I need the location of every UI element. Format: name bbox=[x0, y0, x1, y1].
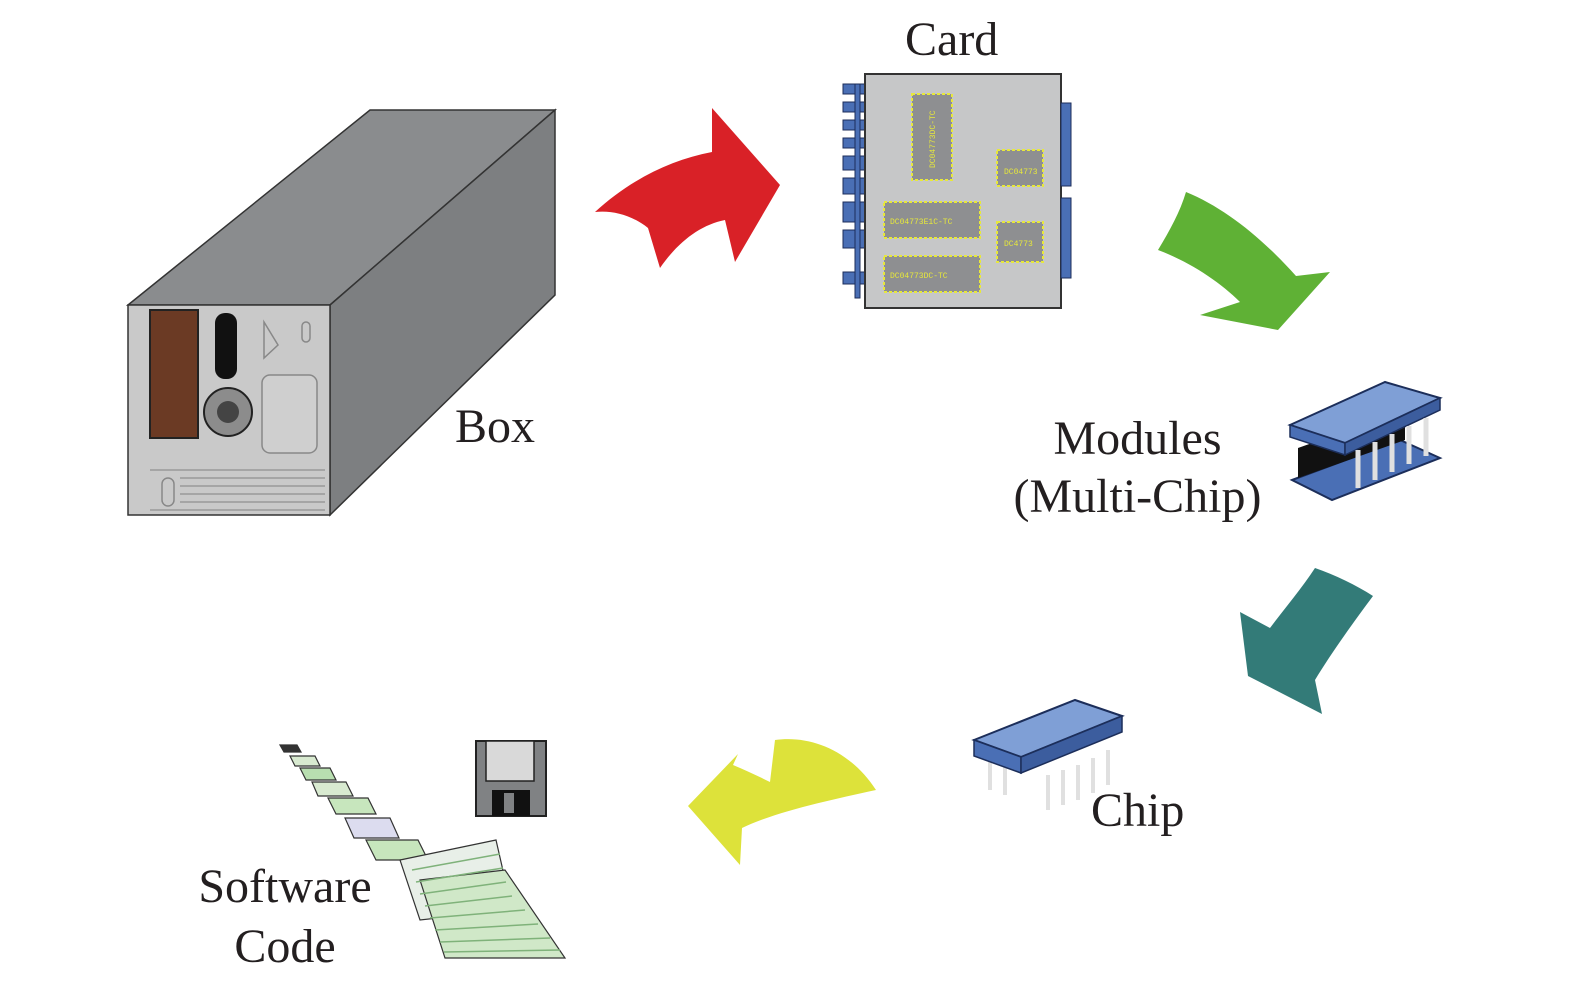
card-chip-5 bbox=[883, 255, 981, 293]
arrow-card-to-modules bbox=[1158, 192, 1330, 330]
arrow-modules-to-chip bbox=[1240, 568, 1373, 714]
card-chip-2-text: DC04773 bbox=[1004, 168, 1038, 177]
card-chip-5-text: DC04773DC-TC bbox=[890, 272, 948, 281]
box-latch bbox=[161, 477, 175, 507]
chip-illustration bbox=[971, 698, 1125, 810]
label-software-line1: Software bbox=[198, 860, 372, 913]
card-chip-1 bbox=[911, 93, 953, 181]
label-software-code: Software Code bbox=[185, 863, 385, 971]
label-modules-line1: Modules bbox=[1053, 412, 1222, 465]
card-illustration: DC04773DC-TC DC04773 DC04773E1C-TC DC477… bbox=[842, 73, 1072, 309]
label-chip: Chip bbox=[1091, 784, 1185, 837]
arrow-box-to-card bbox=[595, 108, 780, 268]
box-slot bbox=[215, 313, 237, 379]
software-printout bbox=[278, 744, 567, 959]
arrow-chip-to-software bbox=[688, 739, 876, 865]
card-chip-3 bbox=[883, 201, 981, 239]
card-chip-3-text: DC04773E1C-TC bbox=[890, 218, 953, 227]
card-chip-4 bbox=[996, 221, 1044, 263]
box-panel-recess bbox=[261, 374, 318, 454]
label-modules: Modules (Multi-Chip) bbox=[1000, 415, 1275, 521]
box-fan-inner bbox=[217, 401, 239, 423]
box-illustration bbox=[125, 108, 558, 517]
box-panel-triangle bbox=[263, 319, 279, 360]
modules-illustration bbox=[1287, 380, 1443, 502]
module-pins bbox=[1355, 418, 1429, 488]
module-top-side bbox=[1344, 396, 1441, 457]
label-modules-line2: (Multi-Chip) bbox=[1013, 470, 1262, 523]
label-box: Box bbox=[455, 400, 536, 453]
card-chip-2 bbox=[996, 149, 1044, 187]
card-chip-1-text: DC04773DC-TC bbox=[929, 110, 938, 168]
chip-side-face bbox=[1020, 714, 1123, 775]
box-vent-lines bbox=[150, 469, 325, 511]
printout-lines bbox=[411, 853, 561, 953]
card-left-connector bbox=[842, 83, 866, 299]
box-drive-bay bbox=[149, 309, 199, 439]
card-chip-4-text: DC4773 bbox=[1004, 240, 1033, 249]
card-right-connector-top bbox=[1060, 102, 1072, 187]
card-right-connector-bottom bbox=[1060, 197, 1072, 279]
box-panel-knob bbox=[301, 321, 311, 343]
floppy-disk-icon bbox=[475, 740, 547, 817]
label-software-line2: Code bbox=[234, 920, 336, 973]
label-card: Card bbox=[905, 13, 999, 66]
